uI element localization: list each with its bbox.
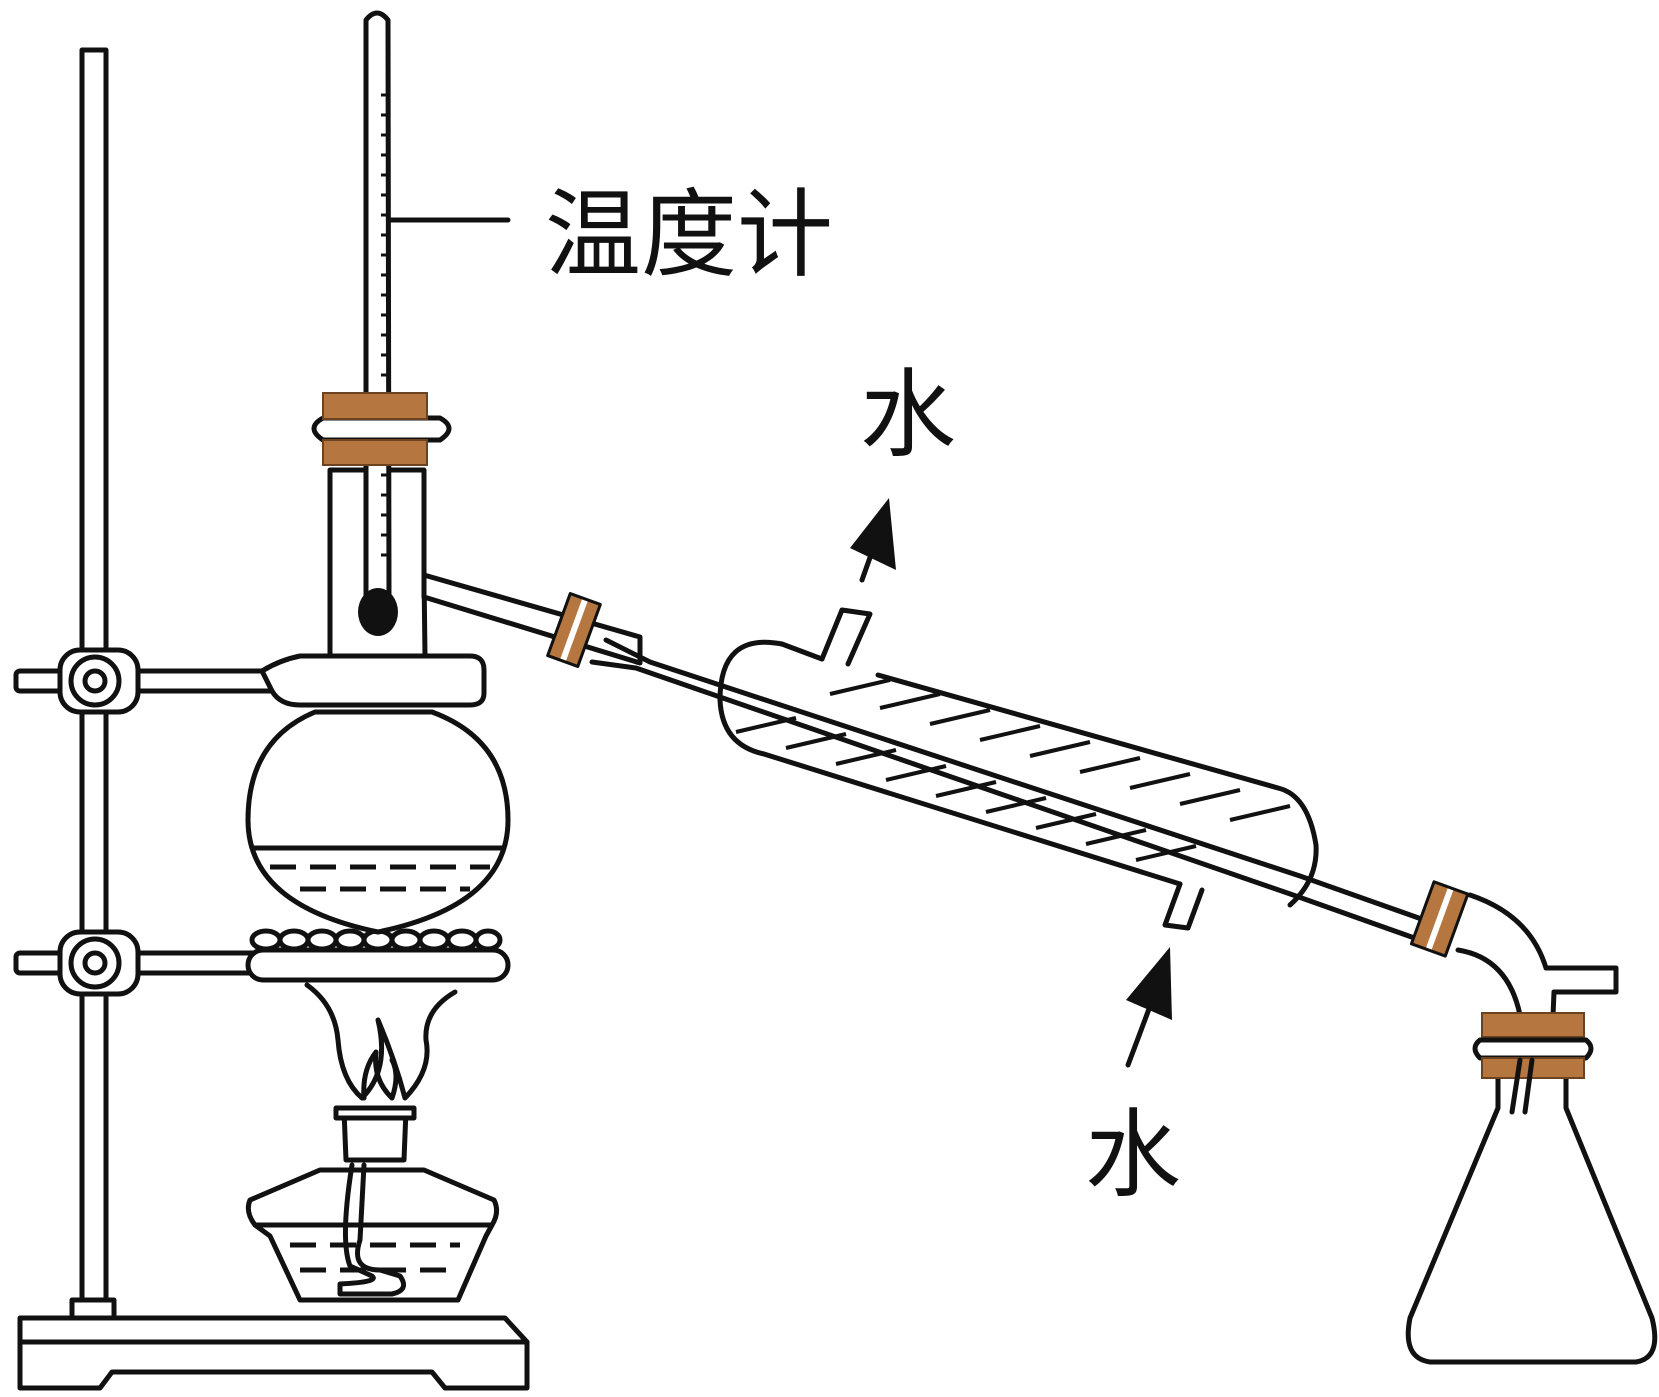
- water-out-label: 水: [860, 359, 956, 471]
- flame-outer: [304, 982, 458, 1101]
- water-in-label: 水: [1085, 1099, 1181, 1211]
- alcohol-lamp: [245, 982, 500, 1303]
- lamp-wick: [337, 1162, 407, 1297]
- water-outlet-nozzle: [819, 607, 873, 667]
- thermometer-bulb: [358, 588, 398, 636]
- stand-rod-cap: [69, 1297, 117, 1321]
- water-out-arrow: [850, 498, 896, 583]
- lower-clamp-screw: [82, 950, 108, 976]
- condenser-inner-tube: [589, 637, 1433, 943]
- upper-clamp: [13, 647, 487, 715]
- flask-body: [245, 709, 511, 935]
- condenser-hatching: [735, 678, 1291, 862]
- wire-gauze: [249, 928, 503, 952]
- receiving-flask-body: [1405, 1073, 1658, 1365]
- water-in-arrow: [1125, 947, 1172, 1068]
- upper-clamp-jaw: [259, 653, 487, 708]
- thermometer-tube: [363, 10, 392, 603]
- thermometer-scale: [381, 93, 390, 557]
- side-arm-stopper: [546, 592, 602, 668]
- water-inlet-nozzle: [1162, 881, 1205, 931]
- thermometer-label: 温度计: [545, 179, 833, 291]
- flask-side-arm: [421, 572, 643, 666]
- stand-base: [17, 1315, 530, 1391]
- support-ring: [245, 947, 511, 983]
- receiving-flask: [1405, 1012, 1658, 1365]
- liebig-condenser: [589, 607, 1433, 943]
- flask-stopper: [311, 392, 452, 466]
- flame-inner: [361, 1049, 399, 1101]
- thermometer: [358, 10, 511, 636]
- condenser-end-stopper: [1409, 880, 1470, 958]
- upper-clamp-arm: [13, 668, 281, 694]
- condenser-jacket: [717, 639, 1319, 908]
- upper-clamp-screw: [82, 668, 108, 694]
- lower-clamp: [13, 929, 511, 997]
- lower-clamp-arm: [13, 950, 271, 976]
